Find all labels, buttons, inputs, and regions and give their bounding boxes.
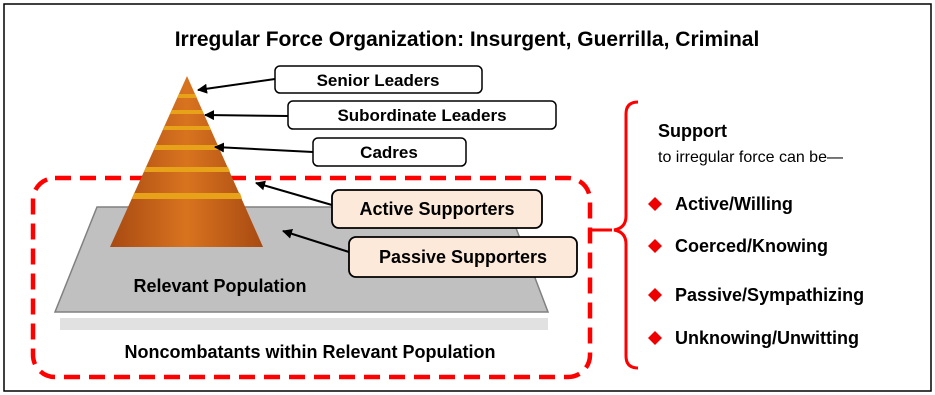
- senior-leaders-arrow: [197, 78, 276, 94]
- irregular-force-pyramid: [110, 76, 263, 247]
- subordinate-leaders-label: Subordinate Leaders: [337, 106, 506, 125]
- platform-shadow: [60, 318, 548, 330]
- support-item: Active/Willing: [675, 194, 793, 214]
- pyramid-band: [132, 193, 242, 199]
- support-brace: [613, 100, 639, 370]
- pyramid-band: [163, 126, 211, 130]
- active-supporters-label: Active Supporters: [359, 199, 514, 219]
- cadres-arrow: [214, 142, 314, 153]
- diamond-bullet-icon: [648, 288, 662, 302]
- senior-leaders-label: Senior Leaders: [317, 71, 440, 90]
- noncombatants-dashed-boundary: [30, 175, 593, 380]
- active-supporters-box: [331, 189, 543, 229]
- pyramid-band: [144, 167, 230, 172]
- pyramid-band: [170, 110, 204, 114]
- subordinate-leaders-arrow: [204, 110, 289, 121]
- diamond-bullet-icon: [648, 331, 662, 345]
- support-heading: Support: [658, 121, 727, 141]
- support-item: Unknowing/Unwitting: [675, 328, 859, 348]
- pyramid-band: [177, 94, 197, 98]
- passive-supporters-arrow: [282, 228, 350, 253]
- support-item: Passive/Sympathizing: [675, 285, 864, 305]
- relevant-population-label: Relevant Population: [133, 276, 306, 296]
- diagram-title: Irregular Force Organization: Insurgent,…: [175, 28, 760, 51]
- diamond-bullet-icon: [648, 239, 662, 253]
- passive-supporters-box: [348, 236, 578, 278]
- active-supporters-arrow: [255, 180, 333, 206]
- passive-supporters-label: Passive Supporters: [379, 247, 547, 267]
- support-subheading: to irregular force can be—: [658, 149, 843, 166]
- cadres-label: Cadres: [360, 143, 418, 162]
- noncombatants-label: Noncombatants within Relevant Population: [124, 342, 495, 362]
- pyramid-band: [154, 145, 220, 150]
- support-item: Coerced/Knowing: [675, 236, 828, 256]
- diamond-bullet-icon: [648, 197, 662, 211]
